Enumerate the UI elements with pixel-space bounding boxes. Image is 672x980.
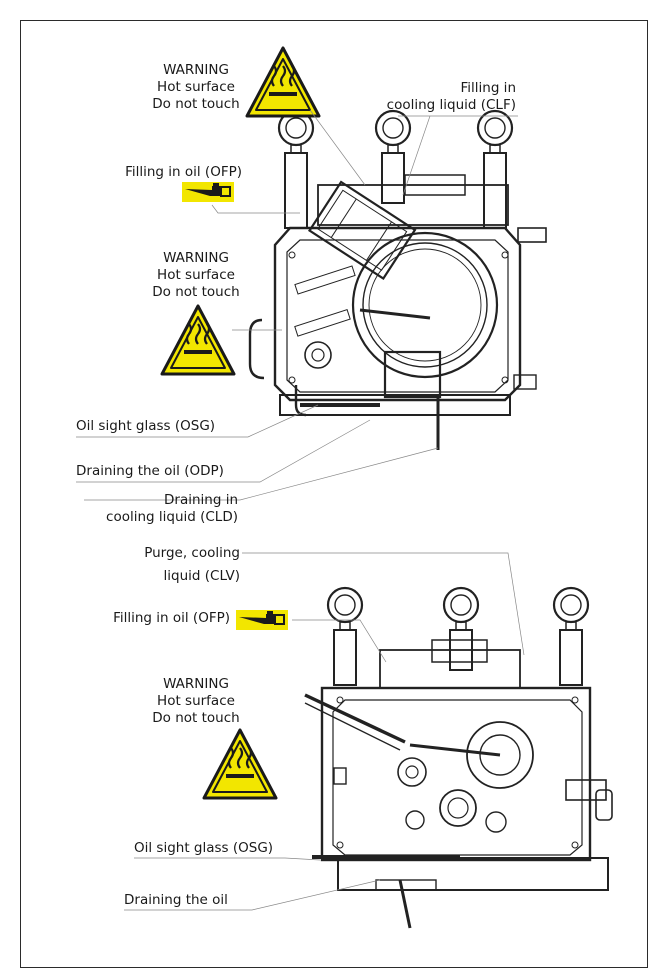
bottom-leader-lines xyxy=(124,552,525,911)
cld-line: cooling liquid (CLD) xyxy=(106,509,238,525)
oil-can-icon xyxy=(235,609,289,631)
clf-line: cooling liquid (CLF) xyxy=(386,97,516,113)
odp-label: Draining the oil (ODP) xyxy=(76,463,224,479)
warning-title: WARNING xyxy=(163,676,229,692)
lifting-eye-icon xyxy=(442,586,480,632)
warning-label-top: WARNING Hot surface Do not touch xyxy=(148,62,244,113)
top-leader-lines xyxy=(76,109,518,501)
warning-line: Do not touch xyxy=(152,710,240,726)
osg-label-bottom: Oil sight glass (OSG) xyxy=(134,840,274,856)
osg-label-top: Oil sight glass (OSG) xyxy=(76,418,216,434)
clv-line: Purge, cooling xyxy=(144,545,240,561)
figure-frame xyxy=(20,20,648,968)
cld-label: Draining in cooling liquid (CLD) xyxy=(84,492,238,526)
lifting-eye-icon xyxy=(552,586,590,632)
hot-surface-warning-icon xyxy=(160,304,236,376)
bottom-machine-drawing xyxy=(304,586,613,929)
warning-label-middle: WARNING Hot surface Do not touch xyxy=(148,250,244,301)
warning-title: WARNING xyxy=(163,62,229,78)
lifting-eye-icon xyxy=(374,109,412,155)
oil-can-icon xyxy=(181,181,235,203)
warning-line: Hot surface xyxy=(157,267,235,283)
warning-label-bottom: WARNING Hot surface Do not touch xyxy=(148,676,244,727)
ofp-label-top: Filling in oil (OFP) xyxy=(125,164,242,180)
warning-line: Do not touch xyxy=(152,284,240,300)
top-machine-drawing xyxy=(248,109,547,450)
hot-surface-warning-icon xyxy=(245,46,321,118)
warning-title: WARNING xyxy=(163,250,229,266)
clf-label: Filling in cooling liquid (CLF) xyxy=(374,80,516,114)
clf-line: Filling in xyxy=(460,80,516,96)
cld-line: Draining in xyxy=(164,492,238,508)
warning-line: Hot surface xyxy=(157,693,235,709)
clv-label: Purge, cooling liquid (CLV) xyxy=(110,545,240,585)
lifting-eye-icon xyxy=(326,586,364,632)
warning-line: Hot surface xyxy=(157,79,235,95)
hot-surface-warning-icon xyxy=(202,728,278,800)
lifting-eye-icon xyxy=(476,109,514,155)
warning-line: Do not touch xyxy=(152,96,240,112)
clv-line: liquid (CLV) xyxy=(163,568,240,584)
ofp-label-bottom: Filling in oil (OFP) xyxy=(113,610,230,626)
drain-label-bottom: Draining the oil xyxy=(124,892,228,908)
